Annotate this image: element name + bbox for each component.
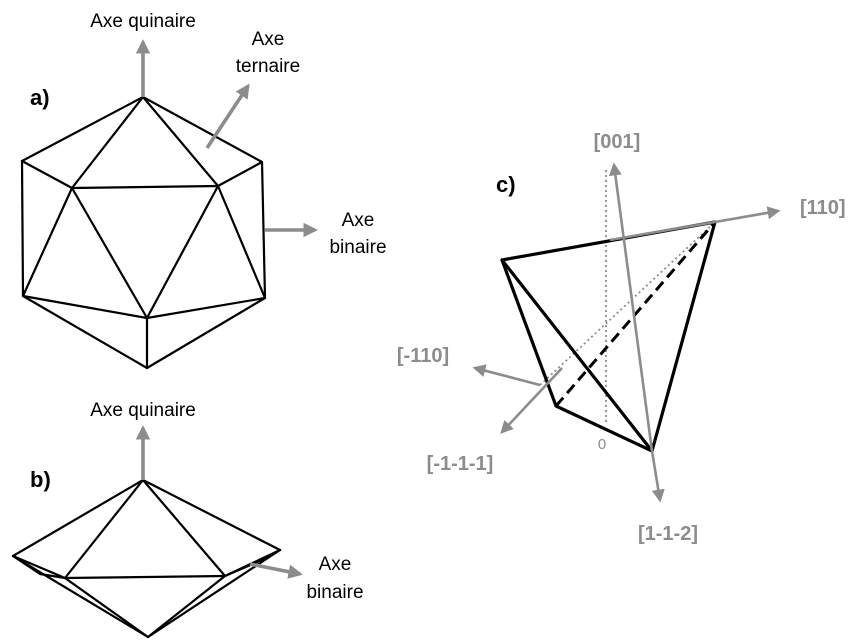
direction-m1m1m1-arrow: [500, 367, 563, 434]
twofold-axis-label-a-line2: binaire: [329, 237, 386, 258]
twofold-axis-label-a-line1: Axe: [342, 210, 375, 231]
axes-panel-c: [472, 162, 781, 503]
threefold-axis-label-a-line1: Axe: [252, 29, 285, 50]
direction-001-label: [001]: [594, 131, 641, 153]
icosahedron-edges-left: [21, 186, 149, 320]
origin-label: 0: [598, 436, 606, 453]
direction-1m1m2-arrow: [650, 450, 665, 503]
fivefold-axis-label-b: Axe quinaire: [90, 400, 196, 421]
direction-m110-arrow: [472, 364, 541, 387]
tetrahedron-front-edge: [500, 258, 654, 453]
tetrahedron-drawing: [500, 170, 717, 453]
threefold-axis-label-a-line2: ternaire: [236, 56, 300, 77]
bipyramid-drawing: [11, 478, 282, 639]
twofold-axis-arrow-b: [249, 562, 303, 579]
bipyramid-lower-edges: [11, 548, 282, 639]
icosahedron-outline: [20, 95, 267, 370]
hidden-edge-dashed: [554, 221, 717, 407]
hidden-edge-back: [539, 221, 716, 386]
bipyramid-front-edge: [63, 574, 227, 580]
icosahedron-front-triangle: [70, 184, 220, 320]
direction-110-line: [609, 220, 716, 242]
threefold-axis-arrow-a: [205, 83, 250, 149]
direction-1m1m2-label: [1-1-2]: [638, 523, 698, 545]
panel-c-label: c): [496, 172, 516, 197]
direction-110-label: [110]: [800, 197, 846, 219]
direction-110-arrow: [714, 206, 781, 224]
panel-b-label: b): [30, 467, 51, 492]
bipyramid-outline: [11, 478, 282, 639]
direction-m1m1m1-label: [-1-1-1]: [427, 453, 494, 475]
icosahedron-edges-right: [145, 184, 267, 370]
tetrahedron-visible-edges: [500, 220, 717, 453]
axes-panel-b: [135, 425, 303, 579]
twofold-axis-label-b-line1: Axe: [319, 554, 352, 575]
panel-a-label: a): [30, 85, 50, 110]
twofold-axis-label-b-line2: binaire: [306, 582, 363, 603]
icosahedron-drawing: [20, 95, 267, 370]
axes-panel-a: [135, 39, 318, 238]
direction-001-arrow: [608, 162, 654, 452]
direction-m110-label: [-110]: [397, 345, 449, 367]
fivefold-axis-label-a: Axe quinaire: [90, 11, 196, 32]
